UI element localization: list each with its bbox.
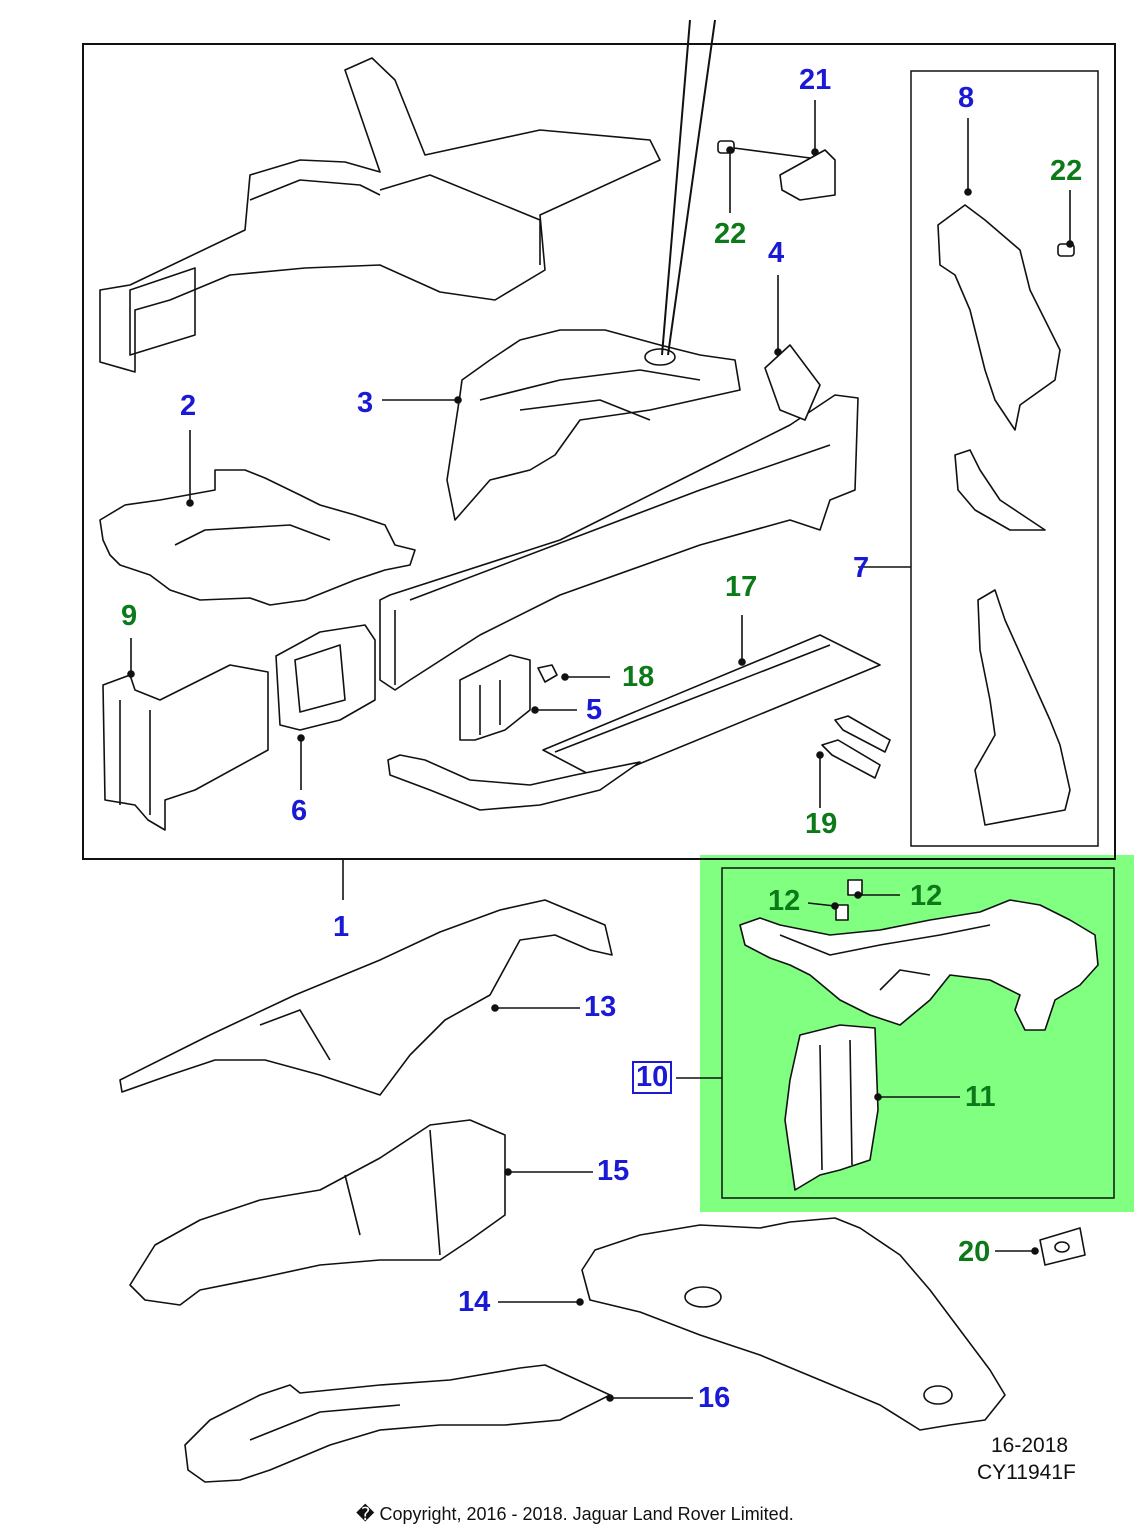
part-14-drawing: [581, 1217, 1006, 1431]
bolt-18-drawing: [537, 664, 558, 683]
copyright-notice: � Copyright, 2016 - 2018. Jaguar Land Ro…: [356, 1504, 794, 1524]
callout-4: 4: [768, 237, 785, 269]
callout-10: 10: [632, 1061, 673, 1094]
part-8-drawing: [937, 204, 1061, 431]
callout-8: 8: [958, 82, 975, 114]
callout-17: 17: [725, 571, 758, 603]
part-15-drawing: [129, 1119, 506, 1306]
callout-22-right: 22: [1050, 155, 1083, 187]
callout-12-right: 12: [910, 880, 943, 912]
crossmember-drawing: [387, 754, 641, 811]
callout-13: 13: [584, 991, 617, 1023]
callout-12-left: 12: [768, 885, 801, 917]
highlight-area-10: [700, 855, 1134, 1212]
callout-7: 7: [853, 552, 870, 584]
part-7-lower-drawing: [974, 589, 1071, 826]
callout-18: 18: [622, 661, 655, 693]
part-2-drawing: [99, 469, 416, 606]
part-3-drawing: [446, 329, 741, 521]
part-4-drawing: [379, 394, 859, 691]
group-box-10: [721, 867, 1115, 1199]
part-rear-frame-drawing: [99, 57, 661, 373]
illustration-code: CY11941F: [977, 1461, 1076, 1484]
callout-9: 9: [121, 600, 138, 632]
part-17-drawing: [542, 634, 881, 781]
callout-15: 15: [597, 1155, 630, 1187]
callout-11: 11: [965, 1081, 996, 1113]
callout-2: 2: [180, 390, 197, 422]
part-6-drawing: [275, 624, 376, 731]
callout-5: 5: [586, 694, 603, 726]
callout-21: 21: [799, 64, 832, 96]
callout-1: 1: [333, 911, 350, 943]
part-5-drawing: [459, 654, 531, 741]
part-16-drawing: [184, 1364, 611, 1483]
callout-14: 14: [458, 1286, 491, 1318]
callout-22-left: 22: [714, 218, 747, 250]
date-code: 16-2018: [991, 1434, 1069, 1457]
part-13-drawing: [119, 899, 613, 1096]
group-box-7: [910, 70, 1099, 847]
part-21-drawing: [779, 149, 836, 201]
group-box-1: [82, 43, 1116, 860]
reference-line: [661, 19, 691, 356]
part-11-drawing: [784, 1024, 879, 1191]
callout-6: 6: [291, 795, 308, 827]
bolt-19-drawing: [821, 715, 891, 779]
part-9-drawing: [102, 664, 269, 831]
callout-3: 3: [357, 387, 374, 419]
callout-19: 19: [805, 808, 838, 840]
callout-20: 20: [958, 1236, 991, 1268]
part-7-upper-drawing: [954, 449, 1046, 531]
part-10-upper-drawing: [739, 899, 1099, 1031]
callout-16: 16: [698, 1382, 731, 1414]
leader-lines: [127, 100, 1074, 1402]
